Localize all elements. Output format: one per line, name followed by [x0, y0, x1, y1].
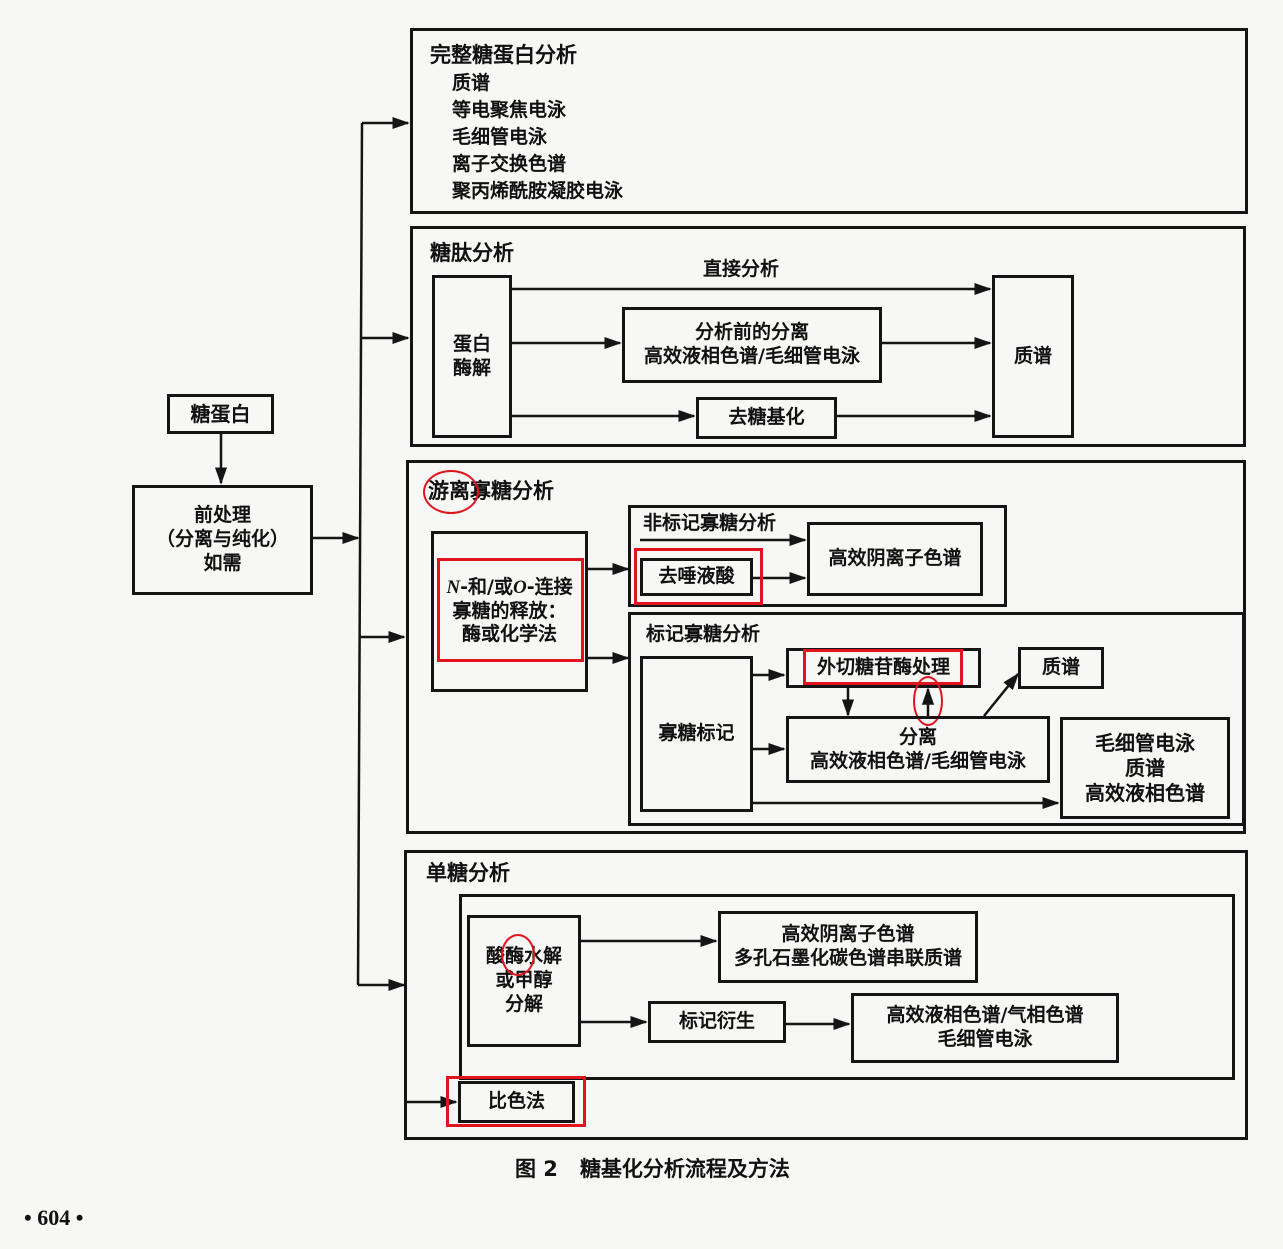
mono-inner-panel	[459, 894, 1235, 1080]
pretreat-line-2: （分离与纯化）	[155, 528, 289, 551]
release-end: -连接	[526, 575, 573, 598]
caption-label: 图 2	[515, 1157, 558, 1181]
intact-method-item: 离子交换色谱	[452, 153, 567, 175]
labeled-subpanel	[628, 612, 1245, 826]
labeled-title: 标记寡糖分析	[646, 623, 761, 645]
final-method-1: 毛细管电泳	[1095, 730, 1195, 755]
labeled-ms-label: 质谱	[1041, 656, 1080, 679]
colorimetric-box: 比色法	[458, 1081, 575, 1123]
colorimetric-label: 比色法	[487, 1090, 545, 1113]
unlabeled-title: 非标记寡糖分析	[643, 512, 777, 534]
caption-text: 糖基化分析流程及方法	[579, 1157, 790, 1181]
glycopeptide-ms-box: 质谱	[992, 275, 1074, 438]
separation-line-2: 高效液相色谱/毛细管电泳	[810, 749, 1026, 772]
intact-method-item: 质谱	[452, 72, 491, 94]
release-o-italic: O	[512, 576, 527, 598]
protein-digest-box: 蛋白 酶解	[432, 275, 512, 438]
deglycosylation-box: 去糖基化	[696, 397, 837, 439]
mono-hpaec-line-2: 多孔石墨化碳色谱串联质谱	[733, 947, 962, 969]
hydrolysis-line-3: 分解	[504, 992, 543, 1015]
annotation-circle-free	[423, 470, 479, 514]
arrow-sep-to-ms	[983, 672, 1020, 717]
release-line-3: 酶或化学法	[461, 623, 557, 646]
mono-hpaec-line-1: 高效阴离子色谱	[781, 923, 915, 946]
direct-analysis-label: 直接分析	[703, 258, 780, 280]
intact-glycoprotein-panel	[410, 28, 1248, 214]
unlabeled-subpanel	[628, 505, 1007, 607]
free-oligo-title-rest: 寡糖分析	[470, 479, 554, 503]
annotation-box-release	[437, 558, 584, 662]
annotation-ellipse-arrow	[913, 676, 943, 726]
annotation-box-colorimetric	[446, 1076, 586, 1127]
mono-hpaec-box: 高效阴离子色谱 多孔石墨化碳色谱串联质谱	[718, 911, 978, 983]
final-method-2: 质谱	[1125, 755, 1165, 780]
pretreat-line-1: 前处理	[193, 504, 251, 527]
separation-box: 分离 高效液相色谱/毛细管电泳	[786, 716, 1050, 783]
pretreat-line-3: 如需	[203, 551, 242, 574]
mono-hplc-box: 高效液相色谱/气相色谱 毛细管电泳	[851, 993, 1119, 1063]
glycopeptide-ms-label: 质谱	[1013, 344, 1052, 367]
intact-method-item: 等电聚焦电泳	[452, 99, 567, 121]
monosaccharide-panel-title: 单糖分析	[426, 861, 510, 885]
intact-method-item: 聚丙烯酰胺凝胶电泳	[452, 180, 624, 202]
deglycosylation-label: 去糖基化	[728, 406, 805, 429]
figure-caption: 图 2 糖基化分析流程及方法	[515, 1156, 790, 1182]
separation-line-1: 分离	[898, 725, 937, 748]
intact-method-item: 毛细管电泳	[452, 126, 548, 148]
glycoprotein-box: 糖蛋白	[167, 394, 274, 434]
derivatization-box: 标记衍生	[648, 1001, 786, 1043]
oligo-release-box: N-和/或O-连接 寡糖的释放： 酶或化学法	[431, 531, 588, 692]
oligo-labeling-label: 寡糖标记	[658, 722, 735, 745]
glycopeptide-panel-title: 糖肽分析	[430, 241, 514, 265]
page-number: • 604 •	[24, 1205, 84, 1230]
exoglycosidase-label: 外切糖苷酶处理	[816, 656, 950, 679]
mono-hplc-line-2: 毛细管电泳	[937, 1028, 1033, 1050]
hydrolysis-acid: 酸	[485, 945, 505, 968]
presep-box: 分析前的分离 高效液相色谱/毛细管电泳	[622, 307, 882, 383]
monosaccharide-panel	[404, 850, 1248, 1140]
release-n-italic: N	[446, 576, 461, 598]
desialylation-label: 去唾液酸	[658, 565, 735, 588]
oligo-labeling-box: 寡糖标记	[640, 656, 753, 812]
annotation-circle-enzyme	[501, 934, 535, 976]
presep-line-2: 高效液相色谱/毛细管电泳	[644, 345, 860, 367]
final-method-3: 高效液相色谱	[1085, 780, 1205, 805]
mono-hplc-line-1: 高效液相色谱/气相色谱	[886, 1004, 1084, 1027]
final-methods-box: 毛细管电泳 质谱 高效液相色谱	[1060, 717, 1230, 819]
annotation-box-exoglyco	[803, 649, 963, 685]
release-line-2: 寡糖的释放：	[452, 599, 567, 622]
annotation-box-desialyl	[634, 548, 763, 605]
labeled-ms-box: 质谱	[1018, 647, 1104, 689]
intact-method-list: 质谱 等电聚焦电泳 毛细管电泳 离子交换色谱 聚丙烯酰胺凝胶电泳	[452, 70, 623, 205]
release-line-1: N-和/或O-连接	[446, 576, 572, 600]
presep-line-1: 分析前的分离	[694, 321, 809, 344]
trunk-line	[356, 122, 364, 986]
desialylation-box: 去唾液酸	[640, 558, 753, 596]
release-mid: -和/或	[460, 575, 513, 598]
unlabeled-hpaec-label: 高效阴离子色谱	[828, 547, 962, 570]
intact-panel-title: 完整糖蛋白分析	[430, 43, 577, 67]
unlabeled-hpaec-box: 高效阴离子色谱	[807, 522, 983, 596]
digest-line-1: 蛋白	[452, 332, 491, 355]
derivatization-label: 标记衍生	[678, 1010, 755, 1033]
pretreat-box: 前处理 （分离与纯化） 如需	[132, 485, 313, 595]
hydrolysis-line-2: 或甲醇	[495, 969, 553, 992]
digest-line-2: 酶解	[452, 356, 491, 379]
glycopeptide-panel	[410, 226, 1246, 447]
glycoprotein-label: 糖蛋白	[190, 401, 251, 426]
